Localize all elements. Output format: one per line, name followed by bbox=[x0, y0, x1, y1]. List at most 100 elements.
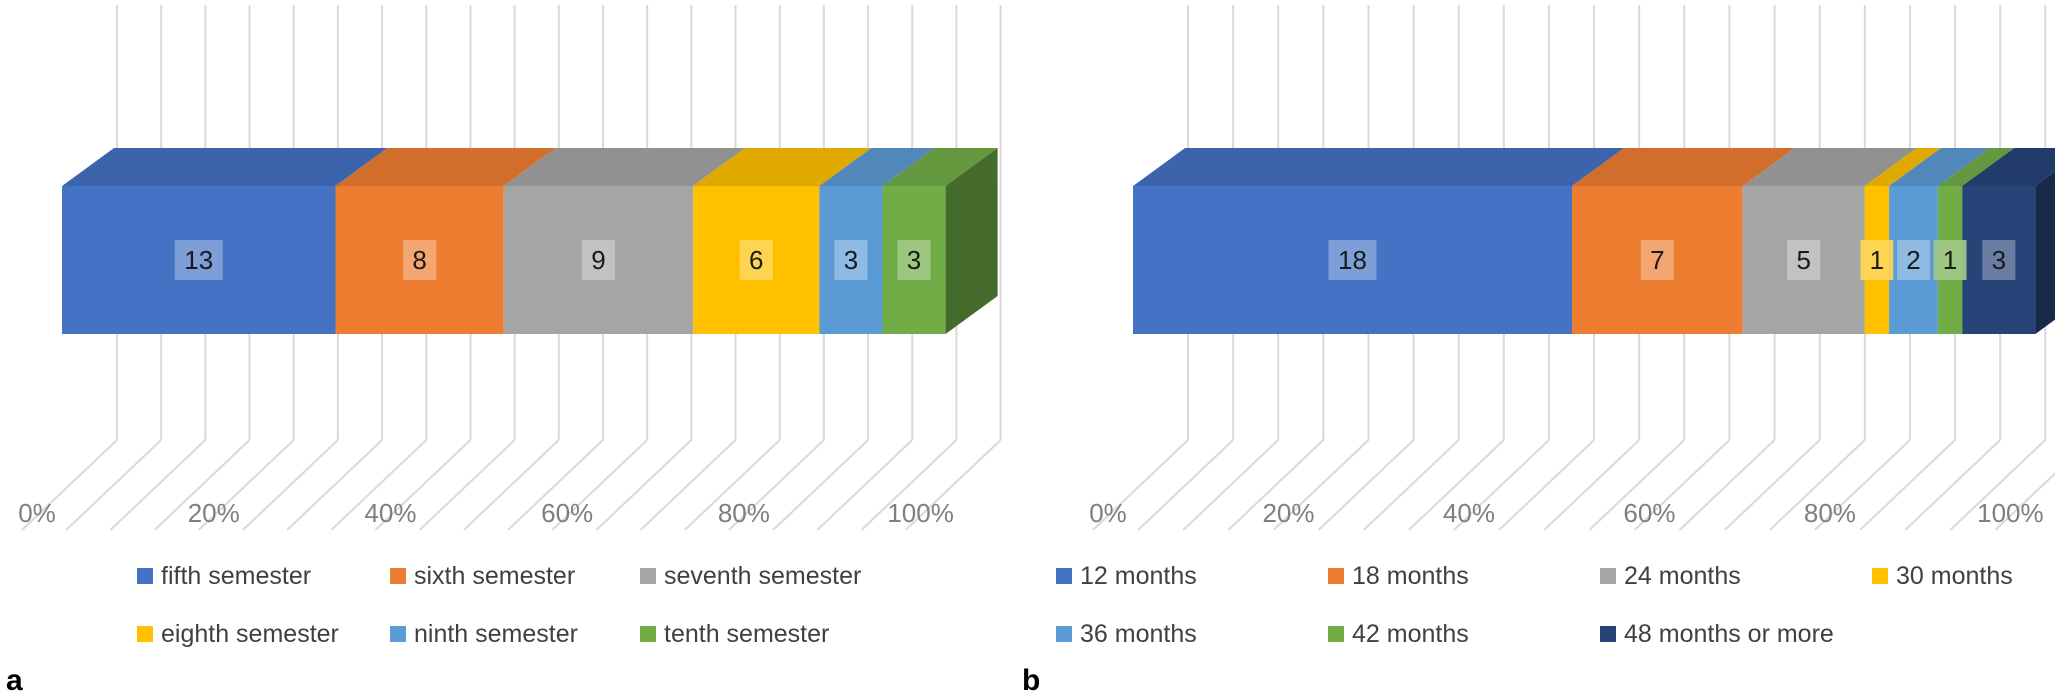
gridline-floor bbox=[816, 439, 913, 531]
bar-top-2 bbox=[503, 148, 746, 186]
legend-swatch-0 bbox=[137, 568, 153, 584]
gridline-floor bbox=[1498, 439, 1595, 531]
x-tick-label: 60% bbox=[1623, 498, 1675, 528]
x-tick-label: 40% bbox=[364, 498, 416, 528]
bar-top-2 bbox=[1742, 148, 1917, 186]
bar-top-4 bbox=[819, 148, 935, 186]
data-label-5: 1 bbox=[1943, 245, 1957, 275]
legend-swatch-0 bbox=[1056, 568, 1072, 584]
legend-label-0: fifth semester bbox=[161, 562, 311, 590]
data-label-0: 13 bbox=[184, 245, 213, 275]
gridline-floor bbox=[1363, 439, 1460, 531]
gridline-floor bbox=[109, 439, 207, 531]
data-label-0: 18 bbox=[1338, 245, 1367, 275]
gridline-floor bbox=[728, 439, 825, 531]
gridline-floor bbox=[904, 439, 1002, 531]
bar-top-3 bbox=[1864, 148, 1942, 186]
data-label-2: 5 bbox=[1796, 245, 1810, 275]
legend-swatch-3 bbox=[1872, 568, 1888, 584]
bar-stack bbox=[1133, 148, 2055, 334]
data-label-box-4 bbox=[1896, 240, 1930, 280]
data-label-5: 3 bbox=[907, 245, 921, 275]
gridline-floor bbox=[418, 439, 516, 531]
data-label-box-3 bbox=[1860, 240, 1894, 280]
data-label-box-5 bbox=[1933, 240, 1967, 280]
gridline-floor bbox=[1814, 439, 1911, 531]
legend-swatch-5 bbox=[640, 626, 656, 642]
x-tick-label: 60% bbox=[541, 498, 593, 528]
legend-swatch-2 bbox=[640, 568, 656, 584]
data-label-box-0 bbox=[1328, 240, 1377, 280]
data-label-box-1 bbox=[1640, 240, 1674, 280]
data-label-3: 1 bbox=[1870, 245, 1884, 275]
legend-label-4: 36 months bbox=[1080, 620, 1197, 648]
x-tick-label: 80% bbox=[718, 498, 770, 528]
gridline-floor bbox=[639, 439, 737, 531]
legend-label-1: sixth semester bbox=[414, 562, 575, 590]
bar-top-6 bbox=[1962, 148, 2055, 186]
gridline-floor bbox=[330, 439, 427, 531]
bar-side bbox=[945, 148, 998, 334]
gridlines bbox=[1092, 5, 2055, 531]
bar-top-0 bbox=[1133, 148, 1625, 186]
gridline-floor bbox=[1227, 439, 1325, 531]
gridline-floor bbox=[1633, 439, 1731, 531]
x-tick-label: 20% bbox=[1262, 498, 1314, 528]
gridline-floor bbox=[507, 439, 604, 531]
data-label-4: 3 bbox=[844, 245, 858, 275]
bar-top-0 bbox=[62, 148, 388, 186]
legend-label-2: seventh semester bbox=[664, 562, 861, 590]
gridline-floor bbox=[684, 439, 781, 531]
legend-label-6: 48 months or more bbox=[1624, 620, 1834, 648]
bar-top-5 bbox=[1937, 148, 2015, 186]
panel-label: a bbox=[6, 664, 23, 692]
x-tick-label: 0% bbox=[18, 498, 56, 528]
data-label-box-4 bbox=[834, 240, 868, 280]
bar-top-1 bbox=[335, 148, 556, 186]
legend-swatch-1 bbox=[390, 568, 406, 584]
legend-swatch-2 bbox=[1600, 568, 1616, 584]
data-label-4: 2 bbox=[1906, 245, 1920, 275]
legend-label-5: tenth semester bbox=[664, 620, 829, 648]
panel-label: b bbox=[1022, 664, 1040, 692]
x-tick-label: 100% bbox=[1977, 498, 2044, 528]
gridline-floor bbox=[1904, 439, 2001, 531]
legend-label-1: 18 months bbox=[1352, 562, 1469, 590]
legend-swatch-5 bbox=[1328, 626, 1344, 642]
legend-swatch-4 bbox=[1056, 626, 1072, 642]
gridline-floor bbox=[1092, 439, 1189, 531]
legend-swatch-6 bbox=[1600, 626, 1616, 642]
gridline-floor bbox=[860, 439, 958, 531]
bar-top-4 bbox=[1889, 148, 1990, 186]
bar-side bbox=[2035, 171, 2055, 334]
x-axis: 0%20%40%60%80%100% bbox=[18, 498, 954, 528]
gridline-floor bbox=[1949, 439, 2046, 531]
gridline-floor bbox=[1272, 439, 1370, 531]
gridline-floor bbox=[772, 439, 869, 531]
gridline-floor bbox=[551, 439, 648, 531]
x-axis: 0%20%40%60%80%100% bbox=[1089, 498, 2043, 528]
data-label-box-6 bbox=[1982, 240, 2016, 280]
gridline-floor bbox=[286, 439, 383, 531]
gridline-floor bbox=[1588, 439, 1686, 531]
legend-swatch-3 bbox=[137, 626, 153, 642]
gridline-floor bbox=[1137, 439, 1234, 531]
bar-top-1 bbox=[1572, 148, 1795, 186]
bar-top-5 bbox=[882, 148, 998, 186]
gridline-floor bbox=[242, 439, 339, 531]
data-label-1: 8 bbox=[412, 245, 426, 275]
x-tick-label: 80% bbox=[1804, 498, 1856, 528]
gridline-floor bbox=[65, 439, 162, 531]
legend-swatch-4 bbox=[390, 626, 406, 642]
legend: fifth semester sixth semester seventh seme… bbox=[137, 562, 861, 648]
gridline-floor bbox=[1994, 472, 2055, 531]
data-label-box-1 bbox=[403, 240, 437, 280]
legend-swatch-1 bbox=[1328, 568, 1344, 584]
gridline-floor bbox=[374, 439, 472, 531]
data-label-2: 9 bbox=[591, 245, 605, 275]
bar-top-3 bbox=[693, 148, 872, 186]
legend-label-2: 24 months bbox=[1624, 562, 1741, 590]
